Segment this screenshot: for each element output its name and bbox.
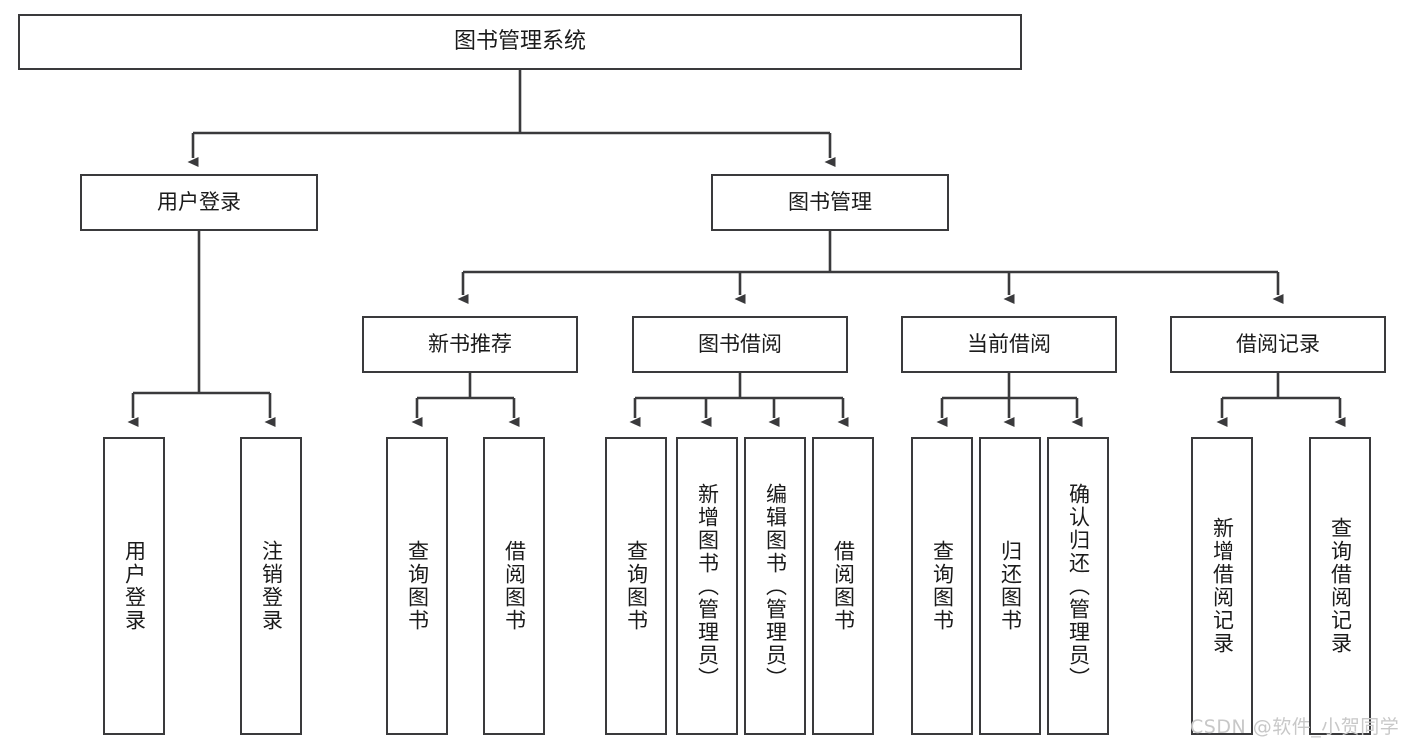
node-label: 查询图书 xyxy=(405,540,430,632)
node-root-book-management-system[interactable]: 图书管理系统 xyxy=(18,14,1022,70)
node-label: 借阅图书 xyxy=(831,540,856,632)
node-label: 查询图书 xyxy=(930,540,955,632)
node-label: 借阅图书 xyxy=(502,540,527,632)
node-label: 确认归还（管理员） xyxy=(1066,482,1091,690)
node-label: 注销登录 xyxy=(259,540,284,632)
node-leaf-edit-book[interactable]: 编辑图书（管理员） xyxy=(744,437,806,735)
node-leaf-query-book-3[interactable]: 查询图书 xyxy=(911,437,973,735)
node-label: 查询图书 xyxy=(624,540,649,632)
node-label: 借阅记录 xyxy=(1236,332,1320,357)
node-leaf-return-book[interactable]: 归还图书 xyxy=(979,437,1041,735)
node-leaf-borrow-book-1[interactable]: 借阅图书 xyxy=(483,437,545,735)
node-label: 图书借阅 xyxy=(698,332,782,357)
node-label: 归还图书 xyxy=(998,540,1023,632)
node-label: 新增图书（管理员） xyxy=(695,482,720,690)
node-leaf-add-book[interactable]: 新增图书（管理员） xyxy=(676,437,738,735)
node-label: 用户登录 xyxy=(122,540,147,632)
node-leaf-query-book-1[interactable]: 查询图书 xyxy=(386,437,448,735)
node-leaf-query-book-2[interactable]: 查询图书 xyxy=(605,437,667,735)
node-leaf-user-login[interactable]: 用户登录 xyxy=(103,437,165,735)
node-label: 图书管理系统 xyxy=(453,29,586,55)
node-book-management[interactable]: 图书管理 xyxy=(711,174,949,231)
node-book-borrow[interactable]: 图书借阅 xyxy=(632,316,848,373)
node-label: 新书推荐 xyxy=(428,332,512,357)
node-label: 编辑图书（管理员） xyxy=(763,482,788,690)
node-leaf-query-record[interactable]: 查询借阅记录 xyxy=(1309,437,1371,735)
node-label: 新增借阅记录 xyxy=(1210,517,1235,655)
node-borrow-record[interactable]: 借阅记录 xyxy=(1170,316,1386,373)
node-current-borrow[interactable]: 当前借阅 xyxy=(901,316,1117,373)
node-leaf-confirm-return[interactable]: 确认归还（管理员） xyxy=(1047,437,1109,735)
node-label: 当前借阅 xyxy=(967,332,1051,357)
node-user-login[interactable]: 用户登录 xyxy=(80,174,318,231)
node-new-book-recommend[interactable]: 新书推荐 xyxy=(362,316,578,373)
node-leaf-logout-login[interactable]: 注销登录 xyxy=(240,437,302,735)
node-leaf-borrow-book-2[interactable]: 借阅图书 xyxy=(812,437,874,735)
node-label: 用户登录 xyxy=(157,190,241,215)
node-leaf-add-record[interactable]: 新增借阅记录 xyxy=(1191,437,1253,735)
node-label: 图书管理 xyxy=(788,190,872,215)
node-label: 查询借阅记录 xyxy=(1328,517,1353,655)
